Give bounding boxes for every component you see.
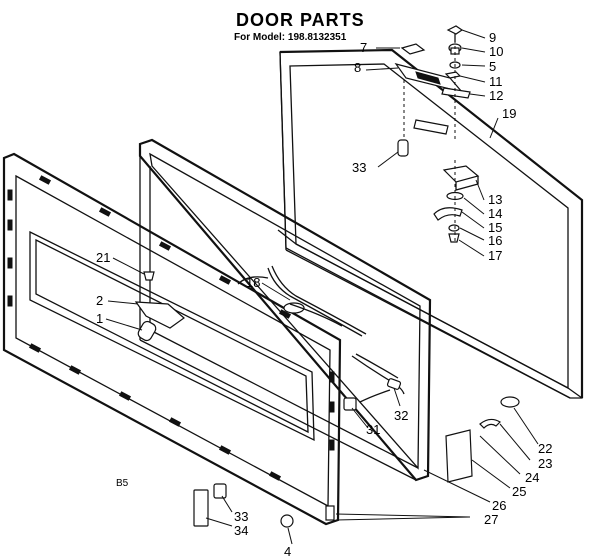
callout-4: 4 — [284, 544, 291, 559]
callout-26: 26 — [492, 498, 506, 513]
door-handle-parts — [134, 271, 185, 342]
callout-9: 9 — [489, 30, 496, 45]
callout-21: 21 — [96, 250, 110, 265]
callout-15: 15 — [488, 220, 502, 235]
callout-17: 17 — [488, 248, 502, 263]
callout-16: 16 — [488, 233, 502, 248]
callout-1: 1 — [96, 311, 103, 326]
diagram-title: DOOR PARTS — [236, 10, 365, 30]
callout-5: 5 — [489, 59, 496, 74]
corner-code: B5 — [116, 478, 129, 489]
callout-27: 27 — [484, 512, 498, 527]
callout-labels: 7 8 9 10 5 11 12 19 33 13 14 15 16 17 18… — [96, 30, 552, 559]
callout-12: 12 — [489, 88, 503, 103]
callout-24: 24 — [525, 470, 539, 485]
model-subtitle: For Model: 198.8132351 — [234, 32, 347, 43]
callout-33: 33 — [234, 509, 248, 524]
callout-8: 8 — [354, 60, 361, 75]
callout-18: 18 — [246, 275, 260, 290]
callout-19: 19 — [502, 106, 516, 121]
callout-7: 7 — [360, 40, 367, 55]
outer-door-panel — [277, 48, 584, 399]
callout-11: 11 — [489, 74, 503, 89]
callout-leaders — [105, 29, 539, 545]
callout-25: 25 — [512, 484, 526, 499]
callout-2: 2 — [96, 293, 103, 308]
latch-hardware-top — [394, 25, 471, 157]
callout-14: 14 — [488, 206, 502, 221]
callout-30: 31 — [366, 422, 380, 437]
hinge-hardware-lower — [193, 396, 520, 528]
hinge-hardware-right — [433, 160, 480, 244]
callout-23: 23 — [538, 456, 552, 471]
callout-32: 33 — [352, 160, 366, 175]
callout-22: 22 — [538, 441, 552, 456]
callout-31: 32 — [394, 408, 408, 423]
inner-door-liner — [2, 152, 342, 526]
callout-13: 13 — [488, 192, 502, 207]
callout-10: 10 — [489, 44, 503, 59]
wire-harness — [237, 265, 405, 411]
callout-34: 34 — [234, 523, 248, 538]
